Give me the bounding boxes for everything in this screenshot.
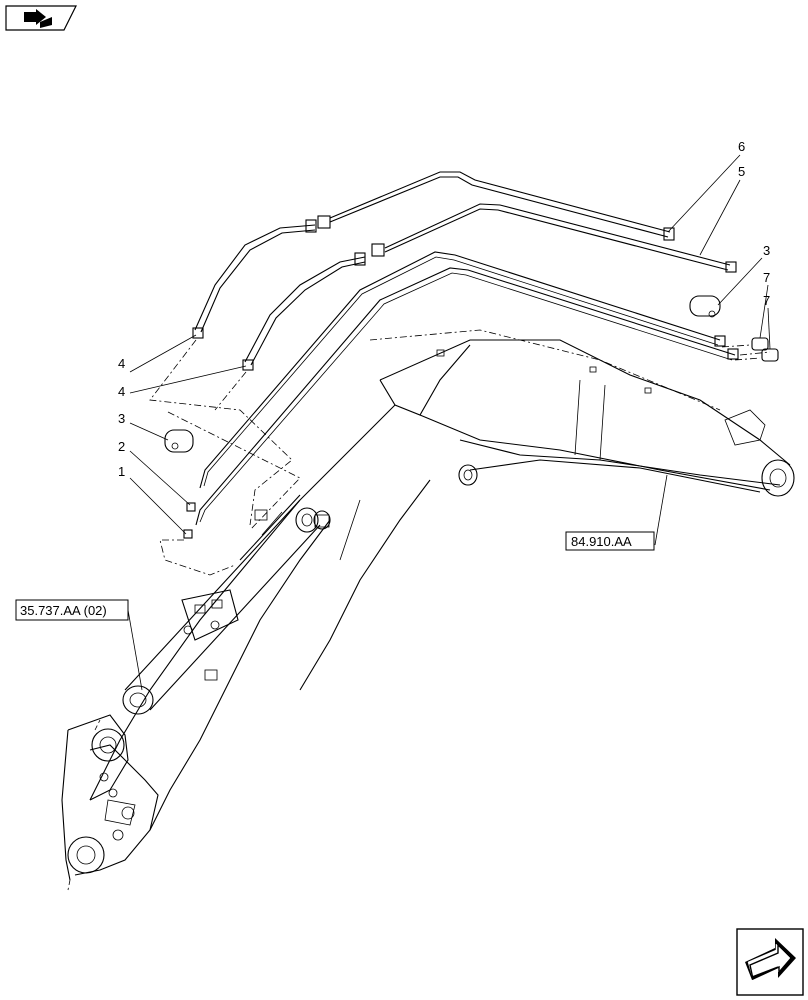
callout-5: 5 bbox=[738, 164, 745, 179]
cylinder-reference-label: 35.737.AA (02) bbox=[20, 603, 107, 618]
leader-lines bbox=[127, 154, 771, 691]
boom-reference-box[interactable]: 84.910.AA bbox=[565, 531, 655, 551]
callout-3-left: 3 bbox=[118, 411, 125, 426]
boom-structure bbox=[89, 329, 795, 831]
boom-reference-label: 84.910.AA bbox=[571, 534, 632, 549]
callout-2: 2 bbox=[118, 439, 125, 454]
cylinder-reference-box[interactable]: 35.737.AA (02) bbox=[15, 599, 129, 621]
callout-7-upper: 7 bbox=[763, 270, 770, 285]
callout-1: 1 bbox=[118, 464, 125, 479]
callout-7-lower: 7 bbox=[763, 293, 770, 308]
callout-3-right: 3 bbox=[763, 243, 770, 258]
boom-cylinder bbox=[122, 494, 330, 715]
nav-back-book-icon[interactable] bbox=[5, 5, 77, 31]
callout-labels: 6 5 3 7 7 4 4 3 2 1 bbox=[118, 139, 770, 479]
callout-4-lower: 4 bbox=[118, 384, 125, 399]
boom-foot-frame bbox=[61, 714, 159, 891]
hydraulic-pipes bbox=[164, 171, 779, 539]
next-page-arrow-icon[interactable] bbox=[736, 928, 804, 996]
callout-4-upper: 4 bbox=[118, 356, 125, 371]
callout-6: 6 bbox=[738, 139, 745, 154]
routing-lines bbox=[149, 339, 771, 576]
